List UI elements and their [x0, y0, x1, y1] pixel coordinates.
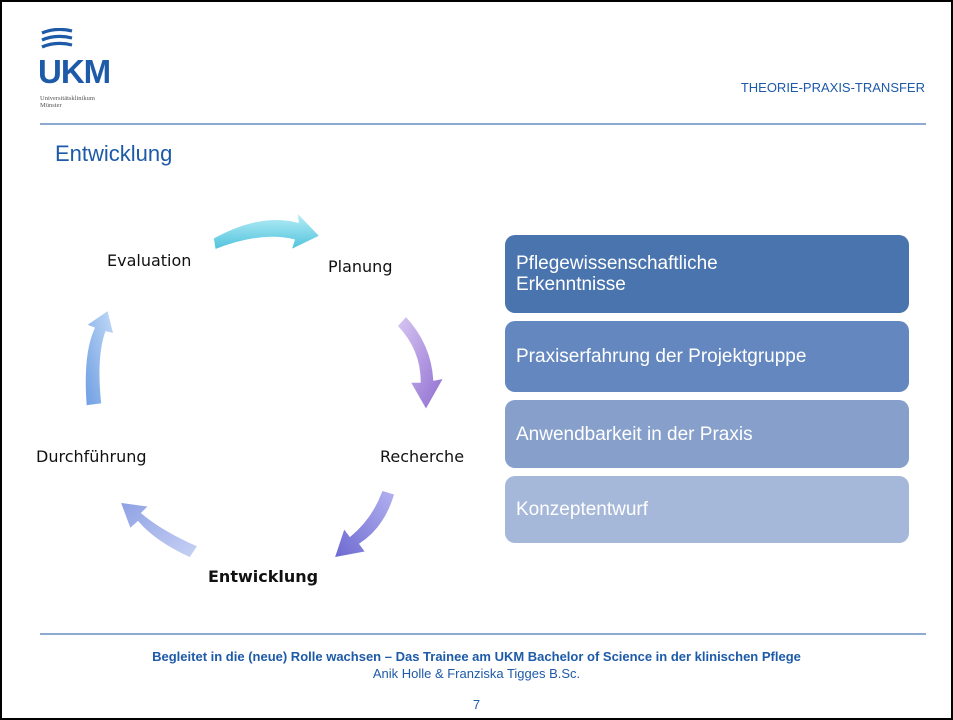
- page-number: 7: [472, 697, 481, 712]
- cycle-step-evaluation: Evaluation: [107, 251, 192, 270]
- cycle-step-recherche: Recherche: [380, 447, 465, 466]
- cycle-step-entwicklung: Entwicklung: [208, 567, 319, 586]
- footer-authors: Anik Holle & Franziska Tigges B.Sc.: [372, 666, 581, 681]
- cycle-step-durchfuehrung: Durchführung: [36, 447, 147, 466]
- arrow-durchfuehrung-to-evaluation-icon: [84, 308, 116, 407]
- header-divider: [40, 123, 926, 125]
- ukm-logo: UKM Universitätsklinikum Münster: [30, 28, 150, 109]
- footer-divider: [40, 633, 926, 635]
- cycle-arrows: [84, 209, 446, 559]
- arrow-recherche-to-entwicklung-icon: [332, 489, 396, 559]
- footer-title: Begleitet in die (neue) Rolle wachsen – …: [152, 649, 801, 664]
- cycle-step-planung: Planung: [328, 257, 393, 276]
- process-box-pflegewissenschaftliche-erkenntnisse: Pflegewissenschaftliche Erkenntnisse: [505, 235, 909, 313]
- logo-subtitle-line1: Universitätsklinikum: [40, 95, 95, 102]
- process-box-anwendbarkeit: Anwendbarkeit in der Praxis: [505, 400, 909, 468]
- arrow-evaluation-to-planung-icon: [212, 209, 322, 252]
- logo-subtitle: Universitätsklinikum Münster: [40, 95, 120, 109]
- process-box-label: Anwendbarkeit in der Praxis: [516, 423, 753, 445]
- process-box-label: Pflegewissenschaftliche Erkenntnisse: [516, 253, 718, 295]
- section-title: THEORIE-PRAXIS-TRANSFER: [740, 80, 925, 95]
- logo-text: UKM: [38, 53, 111, 90]
- process-box-label: Praxiserfahrung der Projektgruppe: [516, 346, 807, 367]
- process-cycle: Evaluation Planung Recherche Entwicklung…: [2, 192, 502, 612]
- process-box-konzeptentwurf: Konzeptentwurf: [505, 476, 909, 543]
- process-box-label: Konzeptentwurf: [516, 499, 649, 520]
- process-box-praxiserfahrung: Praxiserfahrung der Projektgruppe: [505, 321, 909, 392]
- logo-waves-icon: [41, 28, 73, 49]
- logo-subtitle-line2: Münster: [40, 102, 62, 109]
- arrow-planung-to-recherche-icon: [395, 314, 446, 412]
- page-title: Entwicklung: [55, 141, 173, 166]
- arrow-entwicklung-to-durchfuehrung-icon: [118, 501, 200, 559]
